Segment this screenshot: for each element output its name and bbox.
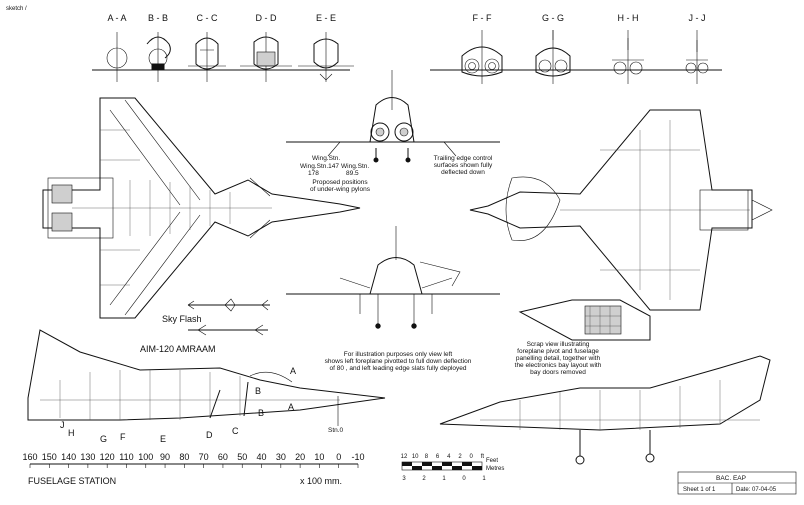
fuselage-tick-label: 90	[160, 452, 170, 462]
section-label: H - H	[618, 13, 639, 23]
section-label: F - F	[473, 13, 492, 23]
svg-text:178: 178	[308, 170, 319, 177]
fuselage-station-label: FUSELAGE STATION	[28, 476, 116, 486]
drawing-date: Date: 07-04-05	[736, 487, 777, 493]
trailing-edge-note-line: Trailing edge control	[434, 155, 493, 162]
station-letter-a: A	[288, 402, 294, 412]
side-view-right	[439, 355, 771, 465]
sheet-number: Sheet 1 of 1	[683, 487, 716, 493]
svg-text:Wing.Stn.147: Wing.Stn.147	[300, 163, 339, 170]
fuselage-tick-label: 80	[179, 452, 189, 462]
scale-units-label: x 100 mm.	[300, 476, 342, 486]
scrap-view-note-line: Scrap view illustrating	[527, 341, 590, 348]
fuselage-tick-label: 120	[100, 452, 115, 462]
drawing-title: BAC. EAP	[716, 475, 746, 482]
plan-view-left	[42, 97, 361, 319]
feet-tick-label: ft	[481, 454, 485, 460]
feet-tick-label: 10	[412, 454, 419, 460]
corner-mark: sketch /	[6, 6, 27, 12]
pylons-note-line: Proposed positions	[312, 179, 368, 186]
amraam-label: AIM-120 AMRAAM	[140, 344, 216, 354]
missiles: Sky Flash AIM-120 AMRAAM	[140, 298, 270, 354]
sky-flash-label: Sky Flash	[162, 314, 202, 324]
metres-tick-label: 3	[402, 476, 406, 482]
svg-text:Wing.Stn.: Wing.Stn.	[341, 163, 369, 170]
svg-text:89.5: 89.5	[346, 170, 359, 177]
trailing-edge-note-line: deflected down	[441, 169, 485, 176]
metres-label: Metres	[486, 466, 504, 472]
station-letter-c: C	[232, 426, 239, 436]
station-letter-j: J	[60, 420, 65, 430]
station-letter-f: F	[120, 432, 126, 442]
pylons-note-line: of under-wing pylons	[310, 186, 371, 193]
metres-tick-label: 0	[462, 476, 466, 482]
station-letter-b: B	[258, 408, 264, 418]
foreplane-note-line: shows left foreplane pivotted to full do…	[325, 358, 472, 365]
fuselage-tick-label: 20	[295, 452, 305, 462]
title-block: BAC. EAP Sheet 1 of 1 Date: 07-04-05	[677, 471, 797, 495]
section-label: J - J	[689, 13, 706, 23]
fuselage-tick-label: 60	[218, 452, 228, 462]
metres-tick-label: 1	[482, 476, 486, 482]
fuselage-tick-label: 40	[257, 452, 267, 462]
plan-view-right	[469, 109, 773, 311]
station-letter-g: G	[100, 434, 107, 444]
foreplane-note-line: For illustration purposes only view left	[344, 351, 453, 358]
section-label: B - B	[148, 13, 168, 23]
feet-tick-label: 8	[425, 454, 429, 460]
fuselage-tick-label: 130	[80, 452, 95, 462]
station-letter-a: A	[290, 366, 296, 376]
fuselage-tick-label: 110	[119, 452, 133, 462]
fuselage-tick-label: 0	[336, 452, 341, 462]
scrap-view-note-line: bay doors removed	[530, 369, 586, 376]
fuselage-tick-label: 30	[276, 452, 286, 462]
scrap-view-note-line: the electronics bay layout with	[515, 362, 602, 369]
station-letter-b: B	[255, 386, 261, 396]
front-three-quarter-view: For illustration purposes only view left…	[286, 226, 500, 372]
section-label: A - A	[107, 13, 126, 23]
svg-text:Wing.Stn.: Wing.Stn.	[312, 155, 340, 162]
section-label: G - G	[542, 13, 564, 23]
scrap-view-note-line: foreplane pivot and fuselage	[517, 348, 599, 355]
feet-tick-label: 4	[447, 454, 451, 460]
section-label: D - D	[256, 13, 277, 23]
trailing-edge-note-line: surfaces shown fully	[434, 162, 493, 169]
foreplane-note-line: of 80 , and left leading edge slats full…	[330, 365, 467, 372]
station-letter-e: E	[160, 434, 166, 444]
metres-tick-label: 1	[442, 476, 446, 482]
fuselage-tick-label: 10	[314, 452, 324, 462]
station-letter-d: D	[206, 430, 213, 440]
callouts-top: Wing.Stn. Wing.Stn.147 Wing.Stn. 178 89.…	[300, 155, 493, 193]
feet-tick-label: 12	[401, 454, 408, 460]
station-letters: A A B B C D E F G HJ	[60, 366, 296, 444]
fuselage-tick-label: 50	[237, 452, 247, 462]
fuselage-tick-label: 70	[199, 452, 209, 462]
stn0-label: Stn.0	[328, 427, 344, 434]
feet-tick-label: 6	[436, 454, 440, 460]
section-label: C - C	[197, 13, 218, 23]
fuselage-tick-label: 100	[138, 452, 153, 462]
section-label: E - E	[316, 13, 336, 23]
side-view-left: Stn.0	[27, 329, 386, 434]
front-view	[286, 70, 500, 163]
station-letter-h: H	[68, 428, 75, 438]
feet-tick-label: 0	[470, 454, 474, 460]
metres-tick-label: 2	[422, 476, 426, 482]
fuselage-tick-label: 160	[22, 452, 37, 462]
feet-tick-label: 2	[458, 454, 462, 460]
feet-label: Feet	[486, 458, 498, 464]
scrap-view-note-line: panelling detail, together with	[516, 355, 601, 362]
fuselage-tick-label: -10	[351, 452, 364, 462]
fuselage-tick-label: 150	[42, 452, 57, 462]
fuselage-tick-label: 140	[61, 452, 76, 462]
